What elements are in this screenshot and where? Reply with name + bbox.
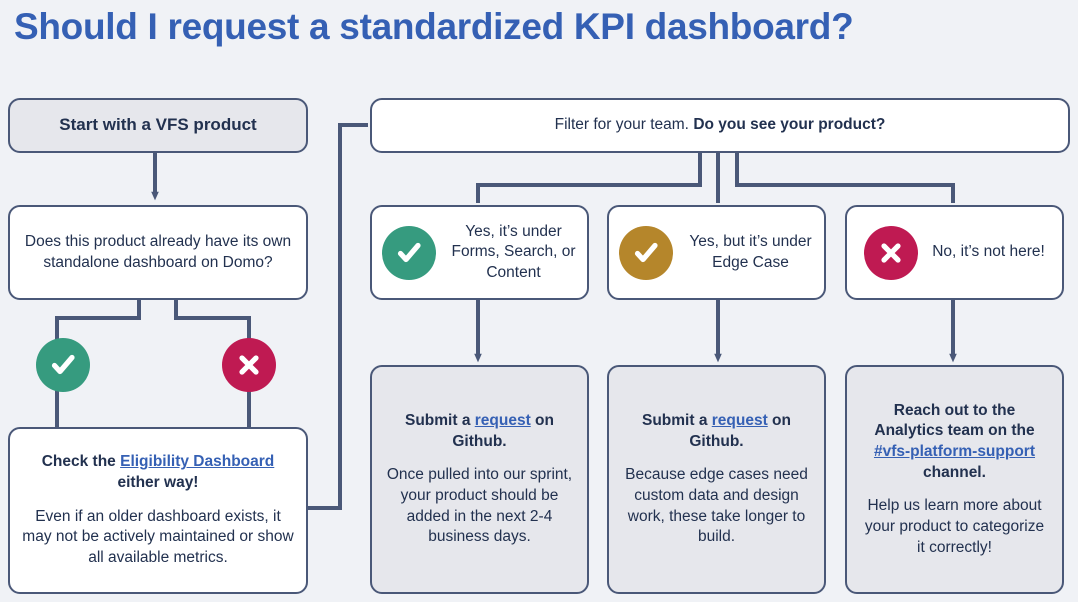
node-start-label: Start with a VFS product <box>59 115 257 135</box>
eligibility-dashboard-link[interactable]: Eligibility Dashboard <box>120 453 275 471</box>
check-circle-gold-icon <box>619 225 673 280</box>
node-reach-out-analytics-team[interactable]: Reach out to the Analytics team on the #… <box>845 365 1064 594</box>
submit-forms-lead-before: Submit a <box>404 412 475 430</box>
x-circle-crimson-icon <box>222 338 276 392</box>
eligibility-lead-before: Check the <box>41 453 121 471</box>
eligibility-body: Even if an older dashboard exists, it ma… <box>22 507 294 566</box>
page-title: Should I request a standardized KPI dash… <box>14 6 854 47</box>
node-question-label: Does this product already have its own s… <box>24 232 292 271</box>
reach-out-lead-before: Reach out to the Analytics team on the <box>874 401 1035 440</box>
node-question-existing-dashboard[interactable]: Does this product already have its own s… <box>8 205 308 300</box>
submit-forms-body: Once pulled into our sprint, your produc… <box>386 466 573 546</box>
edge-eligibility-to-filter <box>308 123 368 510</box>
check-circle-green-icon <box>382 225 436 280</box>
submit-edge-body: Because edge cases need custom data and … <box>625 466 808 546</box>
node-check-eligibility-dashboard[interactable]: Check the Eligibility Dashboard either w… <box>8 427 308 594</box>
node-yes-forms-label: Yes, it’s under Forms, Search, or Conten… <box>451 222 576 281</box>
node-no-not-here[interactable]: No, it’s not here! <box>845 205 1064 300</box>
node-start-with-vfs-product[interactable]: Start with a VFS product <box>8 98 308 153</box>
github-request-link[interactable]: request <box>711 412 768 430</box>
x-circle-crimson-icon <box>864 225 919 280</box>
vfs-platform-support-channel-link[interactable]: #vfs-platform-support <box>873 443 1036 461</box>
node-no-here-label: No, it’s not here! <box>932 243 1045 261</box>
submit-edge-lead: Submit a request on Github. <box>621 411 812 452</box>
node-yes-under-forms-search-content[interactable]: Yes, it’s under Forms, Search, or Conten… <box>370 205 589 300</box>
submit-edge-lead-before: Submit a <box>641 412 712 430</box>
reach-out-lead-after: channel. <box>923 463 986 481</box>
github-request-link[interactable]: request <box>474 412 531 430</box>
submit-edge-lead-after: on Github. <box>689 412 791 450</box>
filter-text: Filter for your team. Do you see your pr… <box>555 115 886 136</box>
node-yes-under-edge-case[interactable]: Yes, but it’s under Edge Case <box>607 205 826 300</box>
eligibility-lead-after: either way! <box>117 474 199 492</box>
filter-text-bold: Do you see your product? <box>693 116 886 134</box>
submit-forms-lead: Submit a request on Github. <box>384 411 575 452</box>
filter-text-normal: Filter for your team. <box>554 116 694 134</box>
reach-out-body: Help us learn more about your product to… <box>864 497 1045 556</box>
submit-forms-lead-after: on Github. <box>452 412 554 450</box>
eligibility-lead: Check the Eligibility Dashboard either w… <box>22 452 294 493</box>
node-yes-edge-label: Yes, but it’s under Edge Case <box>689 233 812 271</box>
edge-filter-to-no-here <box>735 153 955 203</box>
node-submit-request-github-edge[interactable]: Submit a request on Github. Because edge… <box>607 365 826 594</box>
node-filter-for-your-team[interactable]: Filter for your team. Do you see your pr… <box>370 98 1070 153</box>
edge-filter-to-yes-forms <box>476 153 702 203</box>
check-circle-green-icon <box>36 338 90 392</box>
node-submit-request-github-forms[interactable]: Submit a request on Github. Once pulled … <box>370 365 589 594</box>
reach-out-lead: Reach out to the Analytics team on the #… <box>859 401 1050 483</box>
